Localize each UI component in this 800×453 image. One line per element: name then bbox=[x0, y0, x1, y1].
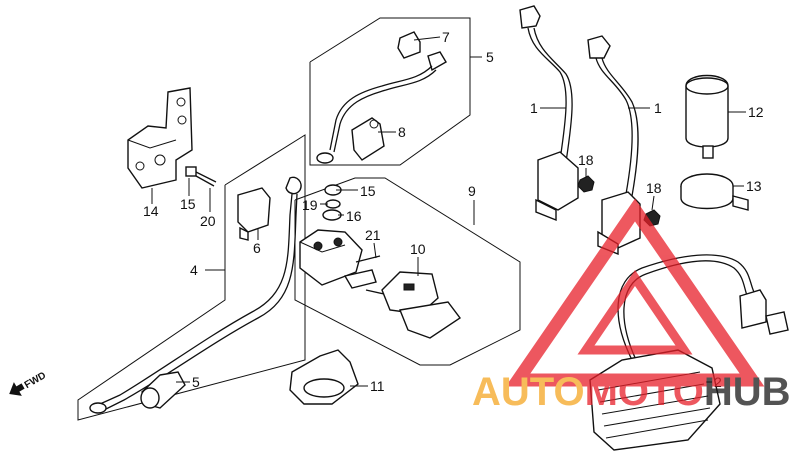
relay-cover-10 bbox=[365, 271, 462, 339]
group-4-outline bbox=[77, 134, 306, 421]
label-4: 4 bbox=[190, 262, 198, 278]
nut-washer-stack bbox=[322, 184, 342, 221]
watermark-middle: MOTO bbox=[585, 370, 704, 414]
watermark-suffix: HUB bbox=[704, 370, 791, 414]
label-14: 14 bbox=[143, 203, 159, 219]
label-7: 7 bbox=[442, 29, 450, 45]
label-13: 13 bbox=[746, 178, 762, 194]
label-3: 5 bbox=[486, 49, 494, 65]
cap-6 bbox=[237, 187, 271, 241]
condenser-12 bbox=[685, 74, 729, 159]
label-5: 5 bbox=[192, 374, 200, 390]
harness-1-left bbox=[519, 5, 579, 222]
svg-text:AUTOMOTOHUB: AUTOMOTOHUB bbox=[472, 370, 791, 414]
label-9: 9 bbox=[468, 183, 476, 199]
nut-18-left bbox=[577, 175, 595, 193]
bracket-14 bbox=[127, 87, 193, 189]
leader-lines bbox=[151, 36, 746, 387]
label-11: 11 bbox=[370, 378, 385, 394]
group-9-outline bbox=[294, 177, 521, 366]
label-18-left: 18 bbox=[578, 152, 594, 168]
watermark-prefix: AUTO bbox=[472, 370, 585, 414]
cable-3 bbox=[316, 31, 447, 164]
label-8: 8 bbox=[398, 124, 406, 140]
label-1-left: 1 bbox=[530, 100, 538, 116]
fwd-indicator: FWD bbox=[9, 370, 48, 396]
fwd-arrow-icon bbox=[9, 382, 25, 396]
clamp-13 bbox=[680, 173, 749, 211]
label-21: 21 bbox=[365, 227, 381, 243]
label-20: 20 bbox=[200, 213, 216, 229]
label-15: 15 bbox=[180, 196, 196, 212]
fwd-label: FWD bbox=[23, 370, 48, 391]
bolt-15 bbox=[185, 166, 217, 187]
part-labels: 7 5 8 15 19 16 9 21 10 11 6 4 5 14 15 20… bbox=[143, 29, 764, 394]
boot-5 bbox=[140, 371, 186, 409]
group-3-outline bbox=[309, 17, 471, 166]
label-19: 19 bbox=[302, 197, 318, 213]
label-16: 15 bbox=[360, 183, 376, 199]
starter-relay bbox=[299, 229, 381, 289]
label-10: 10 bbox=[410, 241, 426, 257]
label-12: 12 bbox=[748, 104, 764, 120]
label-18-right: 18 bbox=[646, 180, 662, 196]
label-17: 16 bbox=[346, 208, 362, 224]
watermark: AUTOMOTOHUB bbox=[472, 198, 791, 414]
watermark-triangle-icon bbox=[505, 198, 765, 387]
label-1-right: 1 bbox=[654, 100, 662, 116]
holder-11 bbox=[289, 349, 359, 405]
label-6: 6 bbox=[253, 240, 261, 256]
